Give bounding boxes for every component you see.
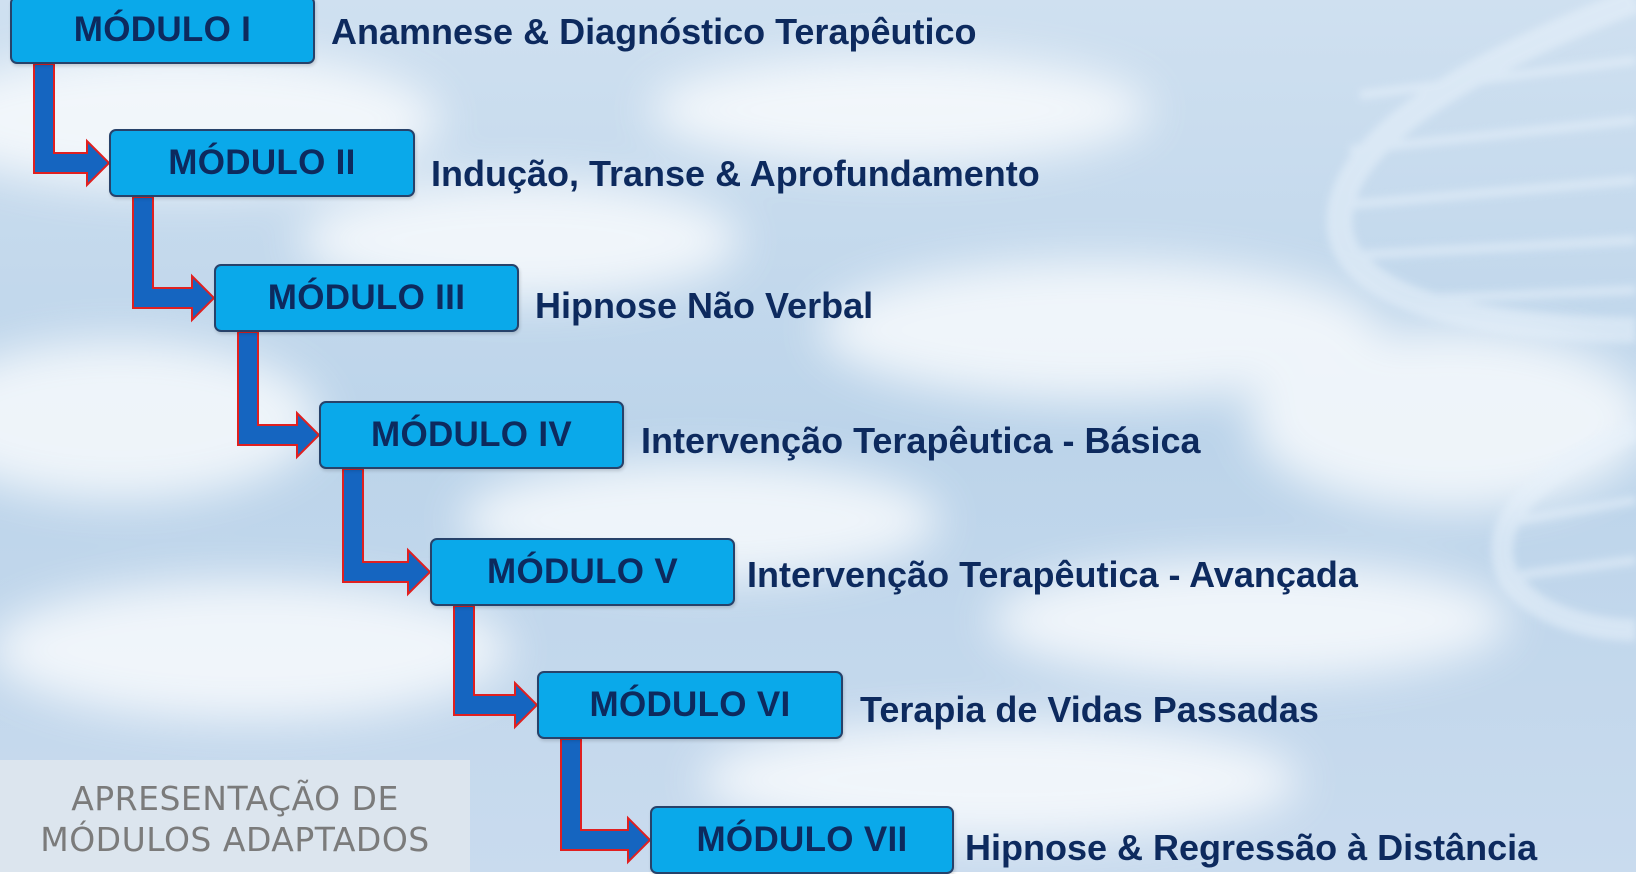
caption-line-2: MÓDULOS ADAPTADOS [40, 820, 430, 859]
connector-arrow-2-to-3 [132, 196, 216, 323]
presentation-caption: APRESENTAÇÃO DE MÓDULOS ADAPTADOS [0, 760, 470, 872]
connector-arrow-5-to-6 [453, 605, 539, 730]
module-1-description: Anamnese & Diagnóstico Terapêutico [331, 11, 977, 52]
module-3-box: MÓDULO III [214, 264, 519, 332]
module-5-description: Intervenção Terapêutica - Avançada [747, 554, 1358, 595]
connector-arrow-6-to-7 [560, 738, 652, 865]
module-2-description: Indução, Transe & Aprofundamento [431, 153, 1040, 194]
caption-line-1: APRESENTAÇÃO DE [71, 779, 399, 818]
module-7-box: MÓDULO VII [650, 806, 954, 874]
connector-arrow-4-to-5 [342, 468, 432, 597]
module-4-description: Intervenção Terapêutica - Básica [641, 420, 1201, 461]
module-5-box: MÓDULO V [430, 538, 735, 606]
module-3-description: Hipnose Não Verbal [535, 285, 874, 326]
module-2-box: MÓDULO II [109, 129, 415, 197]
connector-arrow-3-to-4 [237, 331, 321, 460]
module-7-description: Hipnose & Regressão à Distância [965, 827, 1538, 868]
connector-arrow-1-to-2 [33, 63, 111, 188]
module-6-box: MÓDULO VI [537, 671, 843, 739]
module-1-box: MÓDULO I [10, 0, 315, 64]
module-4-box: MÓDULO IV [319, 401, 624, 469]
module-6-description: Terapia de Vidas Passadas [860, 689, 1319, 730]
